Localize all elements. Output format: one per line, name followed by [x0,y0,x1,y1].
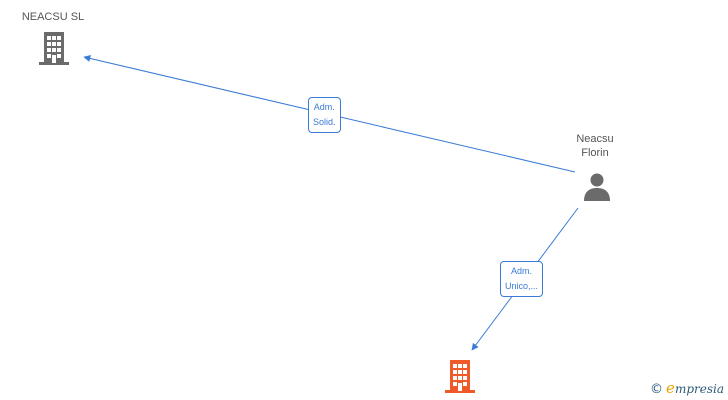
edge-label-line1: Adm. [313,102,335,112]
person-label[interactable]: Neacsu Florin [555,132,635,160]
brand-initial: e [666,379,675,397]
person-icon[interactable] [582,172,612,202]
edge-label-adm-solid[interactable]: Adm. Solid. [308,97,341,133]
building-icon[interactable] [39,30,69,66]
brand-name: mpresia [674,382,724,396]
edge-label-line2: Unico,... [505,281,539,291]
company-label-neacsu-sl[interactable]: NEACSU SL [21,11,85,23]
copyright-symbol: © [650,382,664,397]
person-first-name: Neacsu [576,133,614,145]
edge-label-adm-unico[interactable]: Adm. Unico,... [500,261,544,297]
empresia-watermark: ©empresia [650,379,724,397]
edge-label-line1: Adm. [511,266,533,276]
edge-label-line2: Solid. [313,117,336,127]
building-icon[interactable] [445,358,475,394]
person-last-name: Florin [581,147,609,159]
